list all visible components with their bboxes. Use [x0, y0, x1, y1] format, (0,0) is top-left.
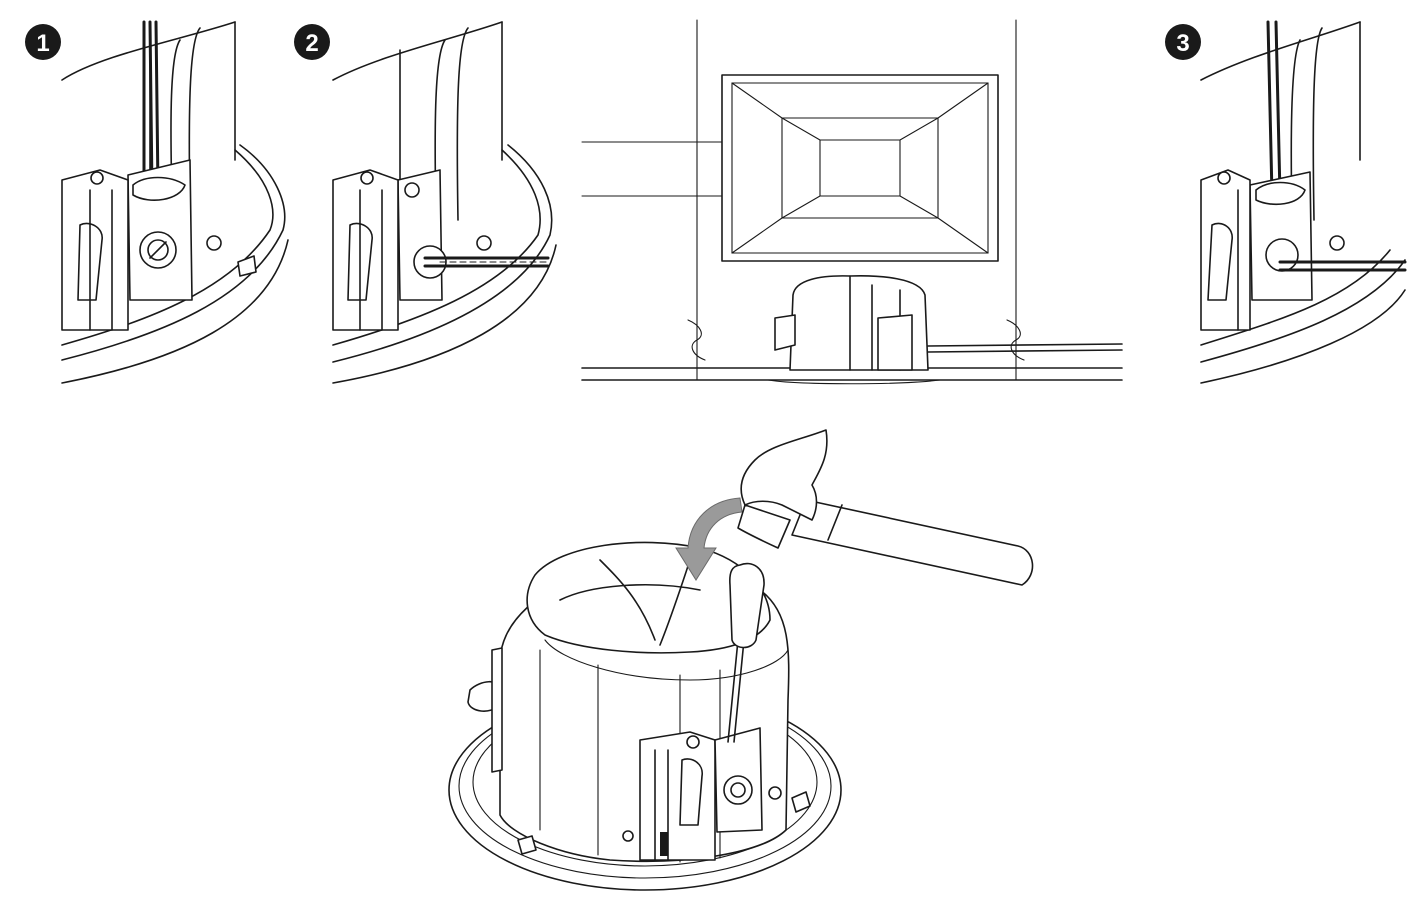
step-3-speaker-detail — [1200, 20, 1407, 384]
step-2-number: 2 — [305, 30, 318, 57]
hammer-icon — [737, 429, 1034, 586]
screwdriver-icon — [727, 562, 765, 743]
step-3-number: 3 — [1176, 30, 1189, 57]
curved-arrow-icon — [675, 497, 743, 581]
step-2-speaker-detail — [332, 21, 557, 384]
step-2-badge: 2 — [294, 24, 330, 60]
speaker-knockout-view — [448, 541, 842, 891]
step-2-panel: 2 — [294, 21, 557, 384]
step-1-number: 1 — [36, 30, 49, 57]
step-1-badge: 1 — [25, 24, 61, 60]
step-3-badge: 3 — [1165, 24, 1201, 60]
ceiling-installation-view — [581, 19, 1123, 385]
step-1-panel: 1 — [25, 20, 289, 384]
step-3-panel: 3 — [1165, 20, 1407, 384]
step-1-speaker-detail — [61, 20, 289, 384]
